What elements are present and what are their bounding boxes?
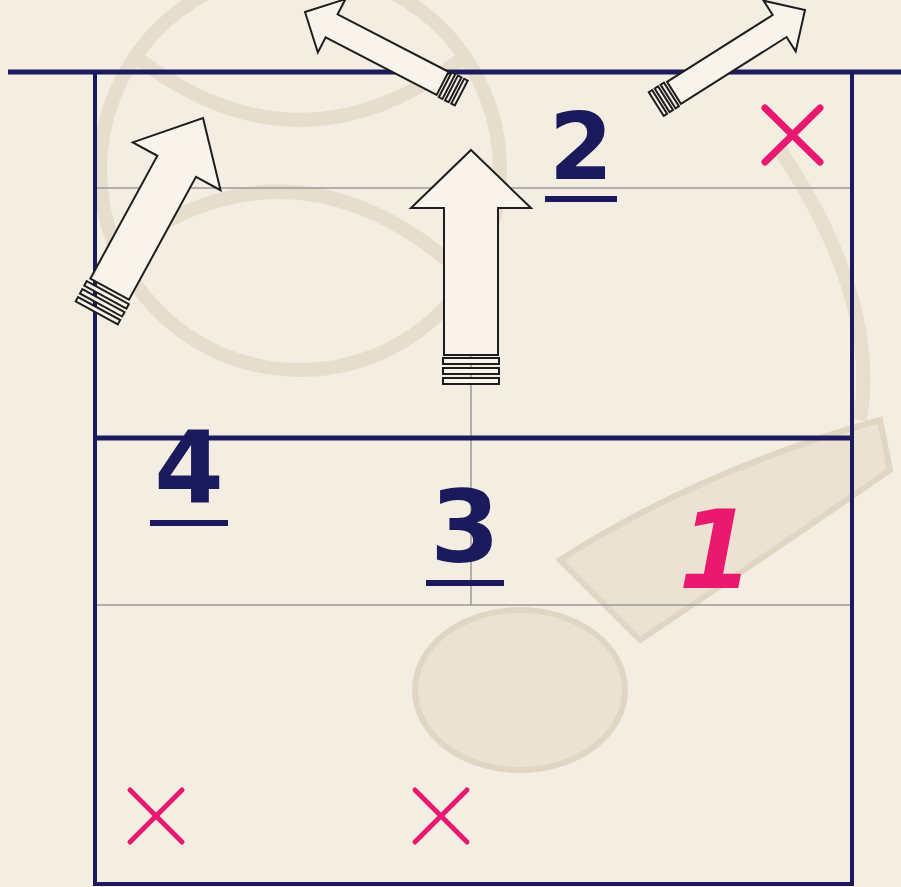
cross-mark bbox=[765, 108, 820, 162]
position-number: 3 bbox=[426, 478, 504, 586]
watermark-hand bbox=[415, 420, 890, 770]
position-number: 4 bbox=[150, 418, 228, 526]
cross-mark bbox=[130, 790, 182, 842]
watermark-ball bbox=[100, 0, 863, 420]
cross-mark bbox=[415, 790, 467, 842]
court-lines bbox=[95, 72, 852, 884]
position-number: 2 bbox=[545, 102, 617, 202]
move-arrow bbox=[53, 94, 247, 337]
position-number: 1 bbox=[674, 497, 757, 607]
move-arrow bbox=[411, 150, 531, 384]
move-arrow bbox=[640, 0, 821, 129]
move-arrow bbox=[291, 0, 475, 120]
